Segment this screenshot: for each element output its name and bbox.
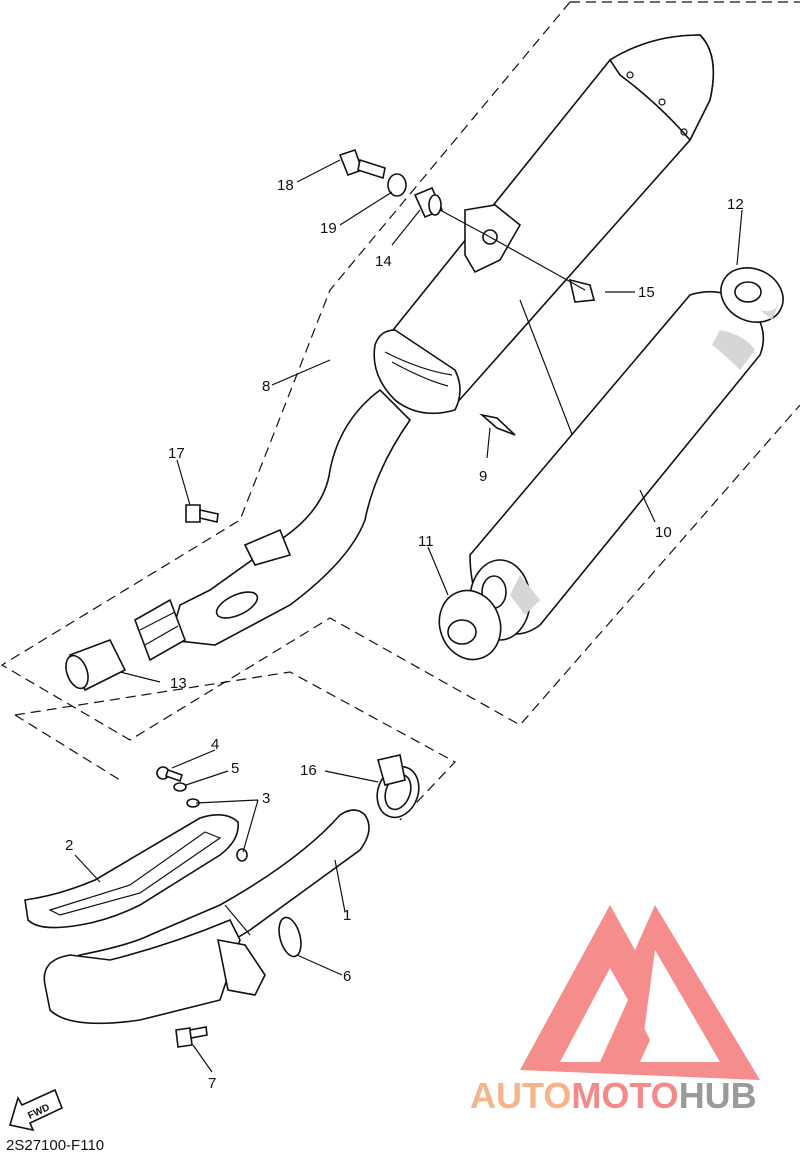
callout-2: 2 [65, 837, 73, 854]
exhaust-pipe-1 [43, 809, 370, 1025]
callout-7: 7 [208, 1075, 216, 1092]
bolt-15 [439, 209, 596, 303]
fwd-arrow-icon: FWD [8, 1088, 64, 1132]
automotohub-logo-icon [520, 905, 760, 1080]
bolt-17 [185, 504, 219, 523]
callout-3: 3 [262, 790, 270, 807]
diagram-code: 2S27100-F110 [6, 1137, 104, 1154]
lower-assembly-outline [14, 671, 456, 821]
clamp-16 [376, 754, 420, 819]
callout-17: 17 [168, 445, 185, 462]
watermark-text-moto: MOTO [571, 1075, 678, 1116]
muffler-assembly-outline [0, 1, 800, 741]
sleeve-13 [65, 638, 127, 692]
muffler-inlet-pipe [134, 388, 412, 662]
rivet-9 [479, 413, 516, 436]
bolt-7 [175, 1026, 208, 1048]
callout-16: 16 [300, 762, 317, 779]
callout-11: 11 [418, 533, 434, 550]
callout-13: 13 [170, 675, 187, 692]
watermark-text-auto: AUTO [470, 1075, 571, 1116]
bolt-4 [156, 766, 184, 783]
collar-14 [413, 186, 444, 219]
gasket-6 [278, 916, 302, 958]
heat-protector-2 [24, 814, 239, 929]
callout-4: 4 [211, 736, 219, 753]
callout-5: 5 [231, 760, 239, 777]
washer-5 [173, 782, 187, 792]
callout-19: 19 [320, 220, 337, 237]
callout-6: 6 [343, 968, 351, 985]
watermark-text-hub: HUB [679, 1075, 757, 1116]
gasket-12 [720, 267, 784, 323]
callout-8: 8 [262, 378, 270, 395]
callout-18: 18 [277, 177, 294, 194]
callout-10: 10 [655, 524, 672, 541]
callout-9: 9 [479, 468, 487, 485]
callout-1: 1 [343, 907, 351, 924]
callout-14: 14 [375, 253, 392, 270]
callout-12: 12 [727, 196, 744, 213]
washer-19 [387, 173, 407, 197]
silencer-body [469, 290, 765, 641]
callout-15: 15 [638, 284, 655, 301]
watermark-text: AUTOMOTOHUB [470, 1075, 757, 1116]
muffler-body [373, 34, 715, 456]
collar-3b [236, 848, 248, 862]
leader-lines [74, 159, 743, 1073]
gasket-11 [438, 589, 502, 661]
bolt-18 [338, 148, 386, 180]
